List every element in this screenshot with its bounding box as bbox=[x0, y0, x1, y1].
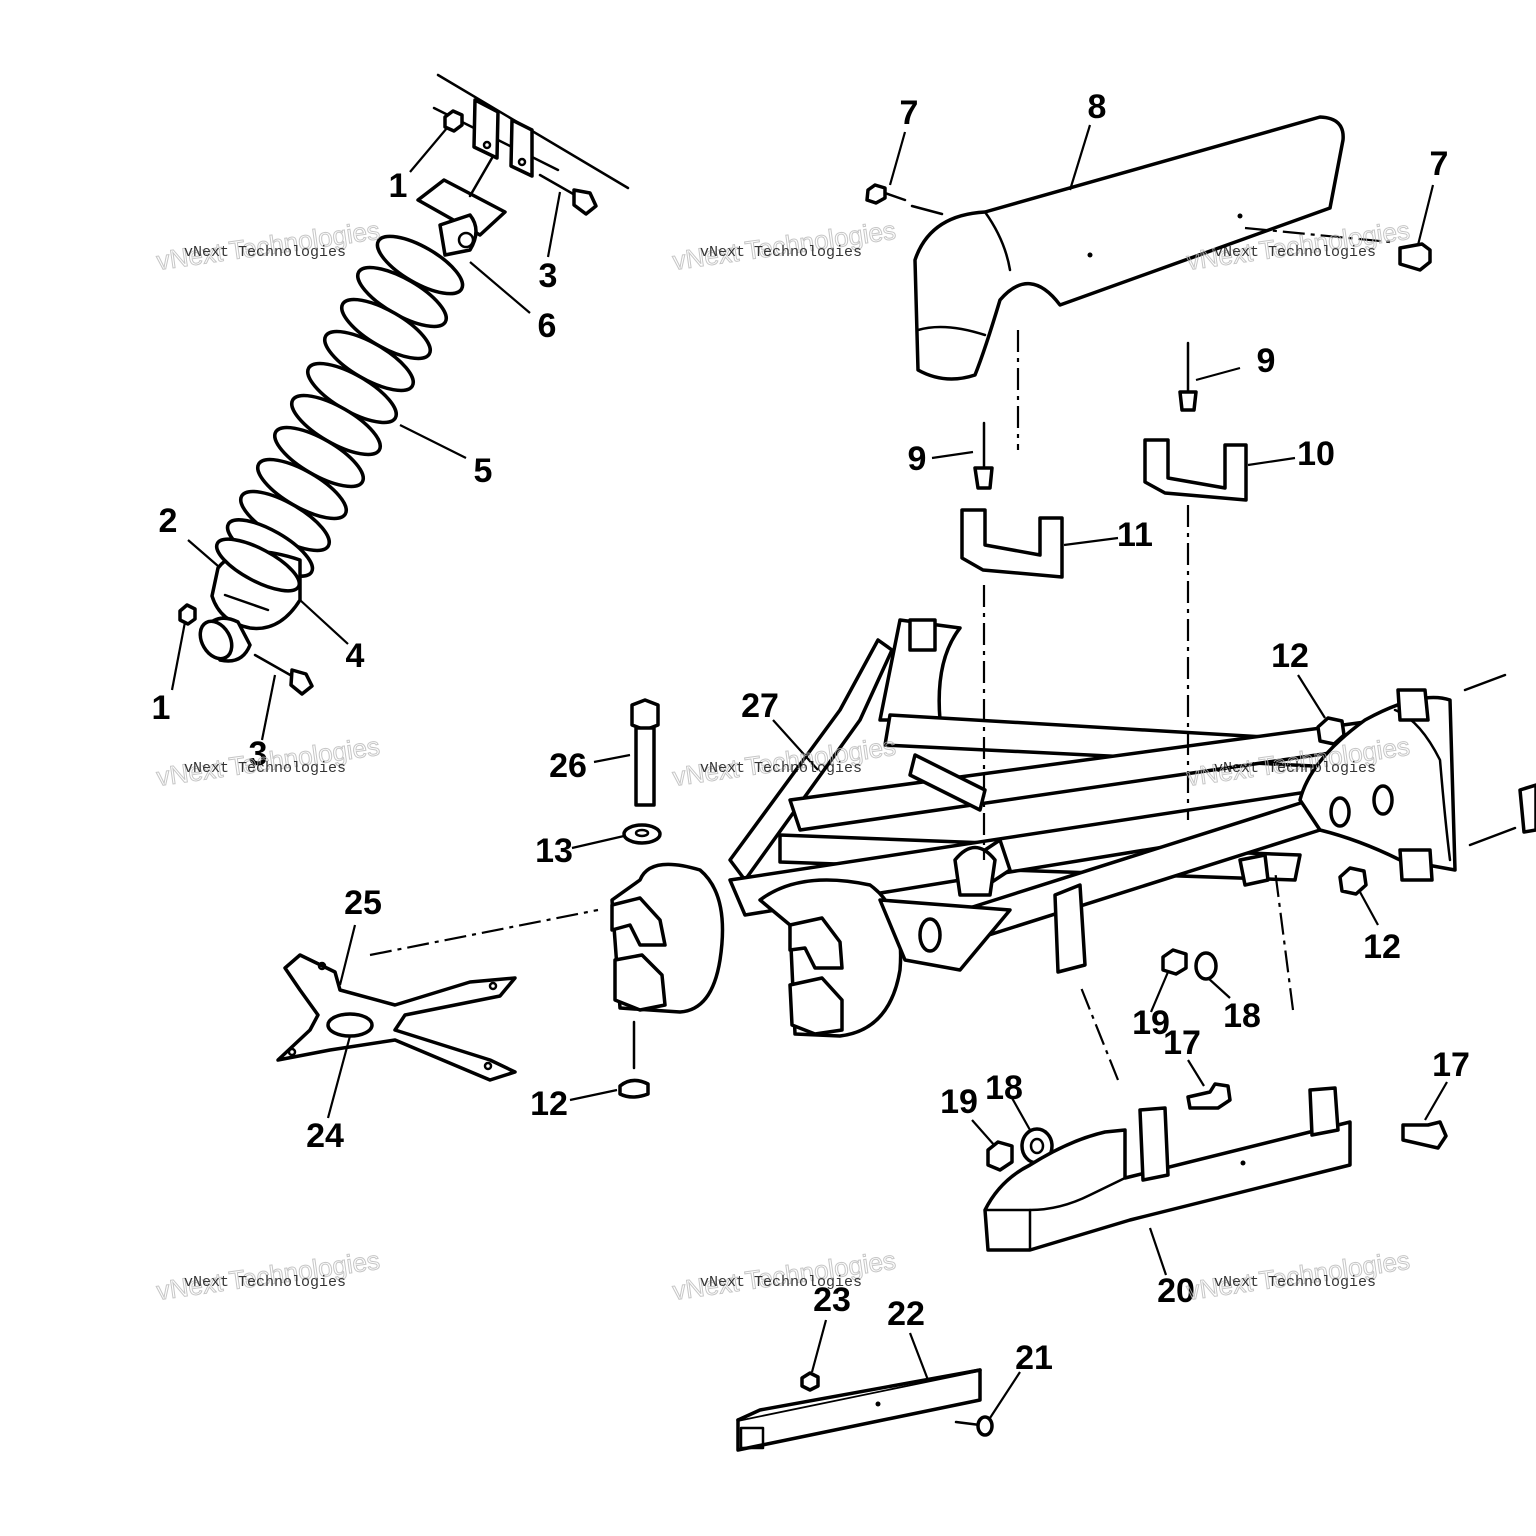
callout-17: 17 bbox=[1163, 1024, 1201, 1062]
callout-25: 25 bbox=[344, 884, 382, 922]
watermark: vNext Technologies vNext Technologies bbox=[670, 1244, 898, 1306]
callout-12: 12 bbox=[1271, 637, 1309, 675]
svg-text:vNext Technologies: vNext Technologies bbox=[1214, 244, 1376, 261]
callout-8: 8 bbox=[1088, 88, 1107, 126]
svg-text:vNext Technologies: vNext Technologies bbox=[184, 244, 346, 261]
callout-22: 22 bbox=[887, 1295, 925, 1333]
watermark: vNext Technologies vNext Technologies bbox=[670, 214, 898, 276]
svg-text:vNext Technologies: vNext Technologies bbox=[700, 1274, 862, 1291]
svg-text:vNext Technologies: vNext Technologies bbox=[1214, 1274, 1376, 1291]
callout-9: 9 bbox=[1257, 342, 1276, 380]
rear-cover-part-20 bbox=[983, 1086, 1352, 1252]
assembly-center-lines bbox=[369, 204, 1391, 1081]
watermark: vNext Technologies vNext Technologies bbox=[154, 730, 382, 792]
shock-absorber-assembly bbox=[178, 73, 630, 696]
svg-text:vNext Technologies: vNext Technologies bbox=[700, 244, 862, 261]
callout-23: 23 bbox=[813, 1281, 851, 1319]
front-cover-part-8 bbox=[865, 115, 1432, 381]
leader-lines bbox=[170, 124, 1448, 1419]
callout-10: 10 bbox=[1297, 435, 1335, 473]
callout-12: 12 bbox=[1363, 928, 1401, 966]
fastener-hardware bbox=[986, 948, 1448, 1172]
callout-19: 19 bbox=[1132, 1004, 1170, 1042]
callout-18: 18 bbox=[1223, 997, 1261, 1035]
rear-suspension-frame bbox=[610, 618, 1536, 1038]
callout-18: 18 bbox=[985, 1069, 1023, 1107]
svg-text:vNext Technologies: vNext Technologies bbox=[1214, 760, 1376, 777]
callout-26: 26 bbox=[549, 747, 587, 785]
callout-7: 7 bbox=[900, 94, 919, 132]
callout-2: 2 bbox=[159, 502, 178, 540]
svg-text:vNext Technologies: vNext Technologies bbox=[184, 1274, 346, 1291]
brackets-9-10-11 bbox=[960, 341, 1248, 579]
callout-21: 21 bbox=[1015, 1339, 1053, 1377]
callout-12: 12 bbox=[530, 1085, 568, 1123]
svg-text:vNext Technologies: vNext Technologies bbox=[700, 760, 862, 777]
cross-plate bbox=[276, 953, 517, 1082]
callout-24: 24 bbox=[306, 1117, 344, 1155]
callout-7: 7 bbox=[1430, 145, 1449, 183]
coil-spring bbox=[225, 234, 465, 578]
callout-labels: 1 3 6 5 2 4 1 3 7 8 7 9 9 10 11 12 12 27… bbox=[152, 88, 1470, 1377]
callout-13: 13 bbox=[535, 832, 573, 870]
callout-11: 11 bbox=[1117, 516, 1153, 554]
watermark: vNext Technologies vNext Technologies bbox=[1184, 1244, 1412, 1306]
callout-1: 1 bbox=[389, 167, 408, 205]
callout-9: 9 bbox=[908, 440, 927, 478]
callout-6: 6 bbox=[538, 307, 557, 345]
callout-20: 20 bbox=[1157, 1272, 1195, 1310]
callout-3: 3 bbox=[249, 735, 268, 773]
callout-4: 4 bbox=[346, 637, 365, 675]
watermark: vNext Technologies vNext Technologies bbox=[154, 1244, 382, 1306]
cross-bar-part-22 bbox=[736, 1368, 994, 1452]
callout-19: 19 bbox=[940, 1083, 978, 1121]
svg-text:vNext Technologies: vNext Technologies bbox=[184, 760, 346, 777]
callout-27: 27 bbox=[741, 687, 779, 725]
callout-5: 5 bbox=[474, 452, 493, 490]
callout-17: 17 bbox=[1432, 1046, 1470, 1084]
callout-3: 3 bbox=[539, 257, 558, 295]
watermark: vNext Technologies vNext Technologies bbox=[154, 214, 382, 276]
callout-1: 1 bbox=[152, 689, 171, 727]
pivot-hardware bbox=[618, 698, 1368, 1099]
